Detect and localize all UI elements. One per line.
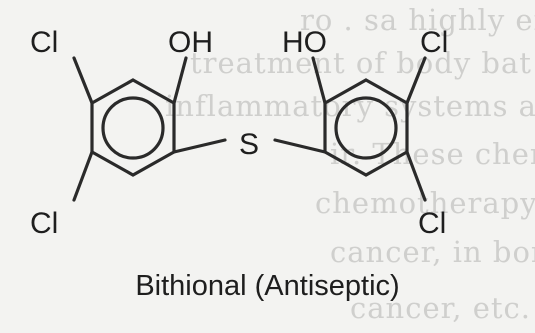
right-ring-aromatic-circle (334, 96, 398, 160)
left-benzene-ring (90, 78, 176, 177)
bleed-line: chemotherapy lesions are not (315, 186, 535, 220)
bleed-line: cancer, etc. Chemotherapy (350, 291, 535, 325)
left-ring-aromatic-circle (101, 96, 165, 160)
bleed-line: ro . sa highly effective agent ag (300, 3, 535, 37)
sulfur-label: S (239, 128, 259, 161)
right-ho-bond (311, 56, 327, 105)
right-cl-bottom-bond (405, 150, 427, 202)
left-oh-label: OH (168, 26, 213, 59)
right-benzene-ring (323, 78, 409, 177)
right-cl-top-bond (405, 56, 427, 105)
bleed-line: treatment of body bat of paternil (190, 46, 535, 80)
diagram-caption: Bithional (Antiseptic) (135, 270, 400, 302)
left-sulfur-bond (172, 138, 227, 154)
right-cl-bottom-label: Cl (418, 207, 446, 240)
left-cl-bottom-label: Cl (30, 207, 58, 240)
left-oh-bond (172, 56, 188, 105)
bleed-line: cancer, in bone colon cancer (330, 235, 535, 269)
right-ho-label: HO (282, 26, 327, 59)
bleed-line: ir. These chemicals attend the (330, 137, 535, 171)
left-cl-top-bond (72, 56, 94, 105)
right-sulfur-bond (273, 138, 327, 154)
left-cl-bottom-bond (72, 150, 94, 202)
right-cl-top-label: Cl (420, 26, 448, 59)
left-cl-top-label: Cl (30, 26, 58, 59)
bleed-line: inflammatory systems and over the (165, 89, 535, 123)
